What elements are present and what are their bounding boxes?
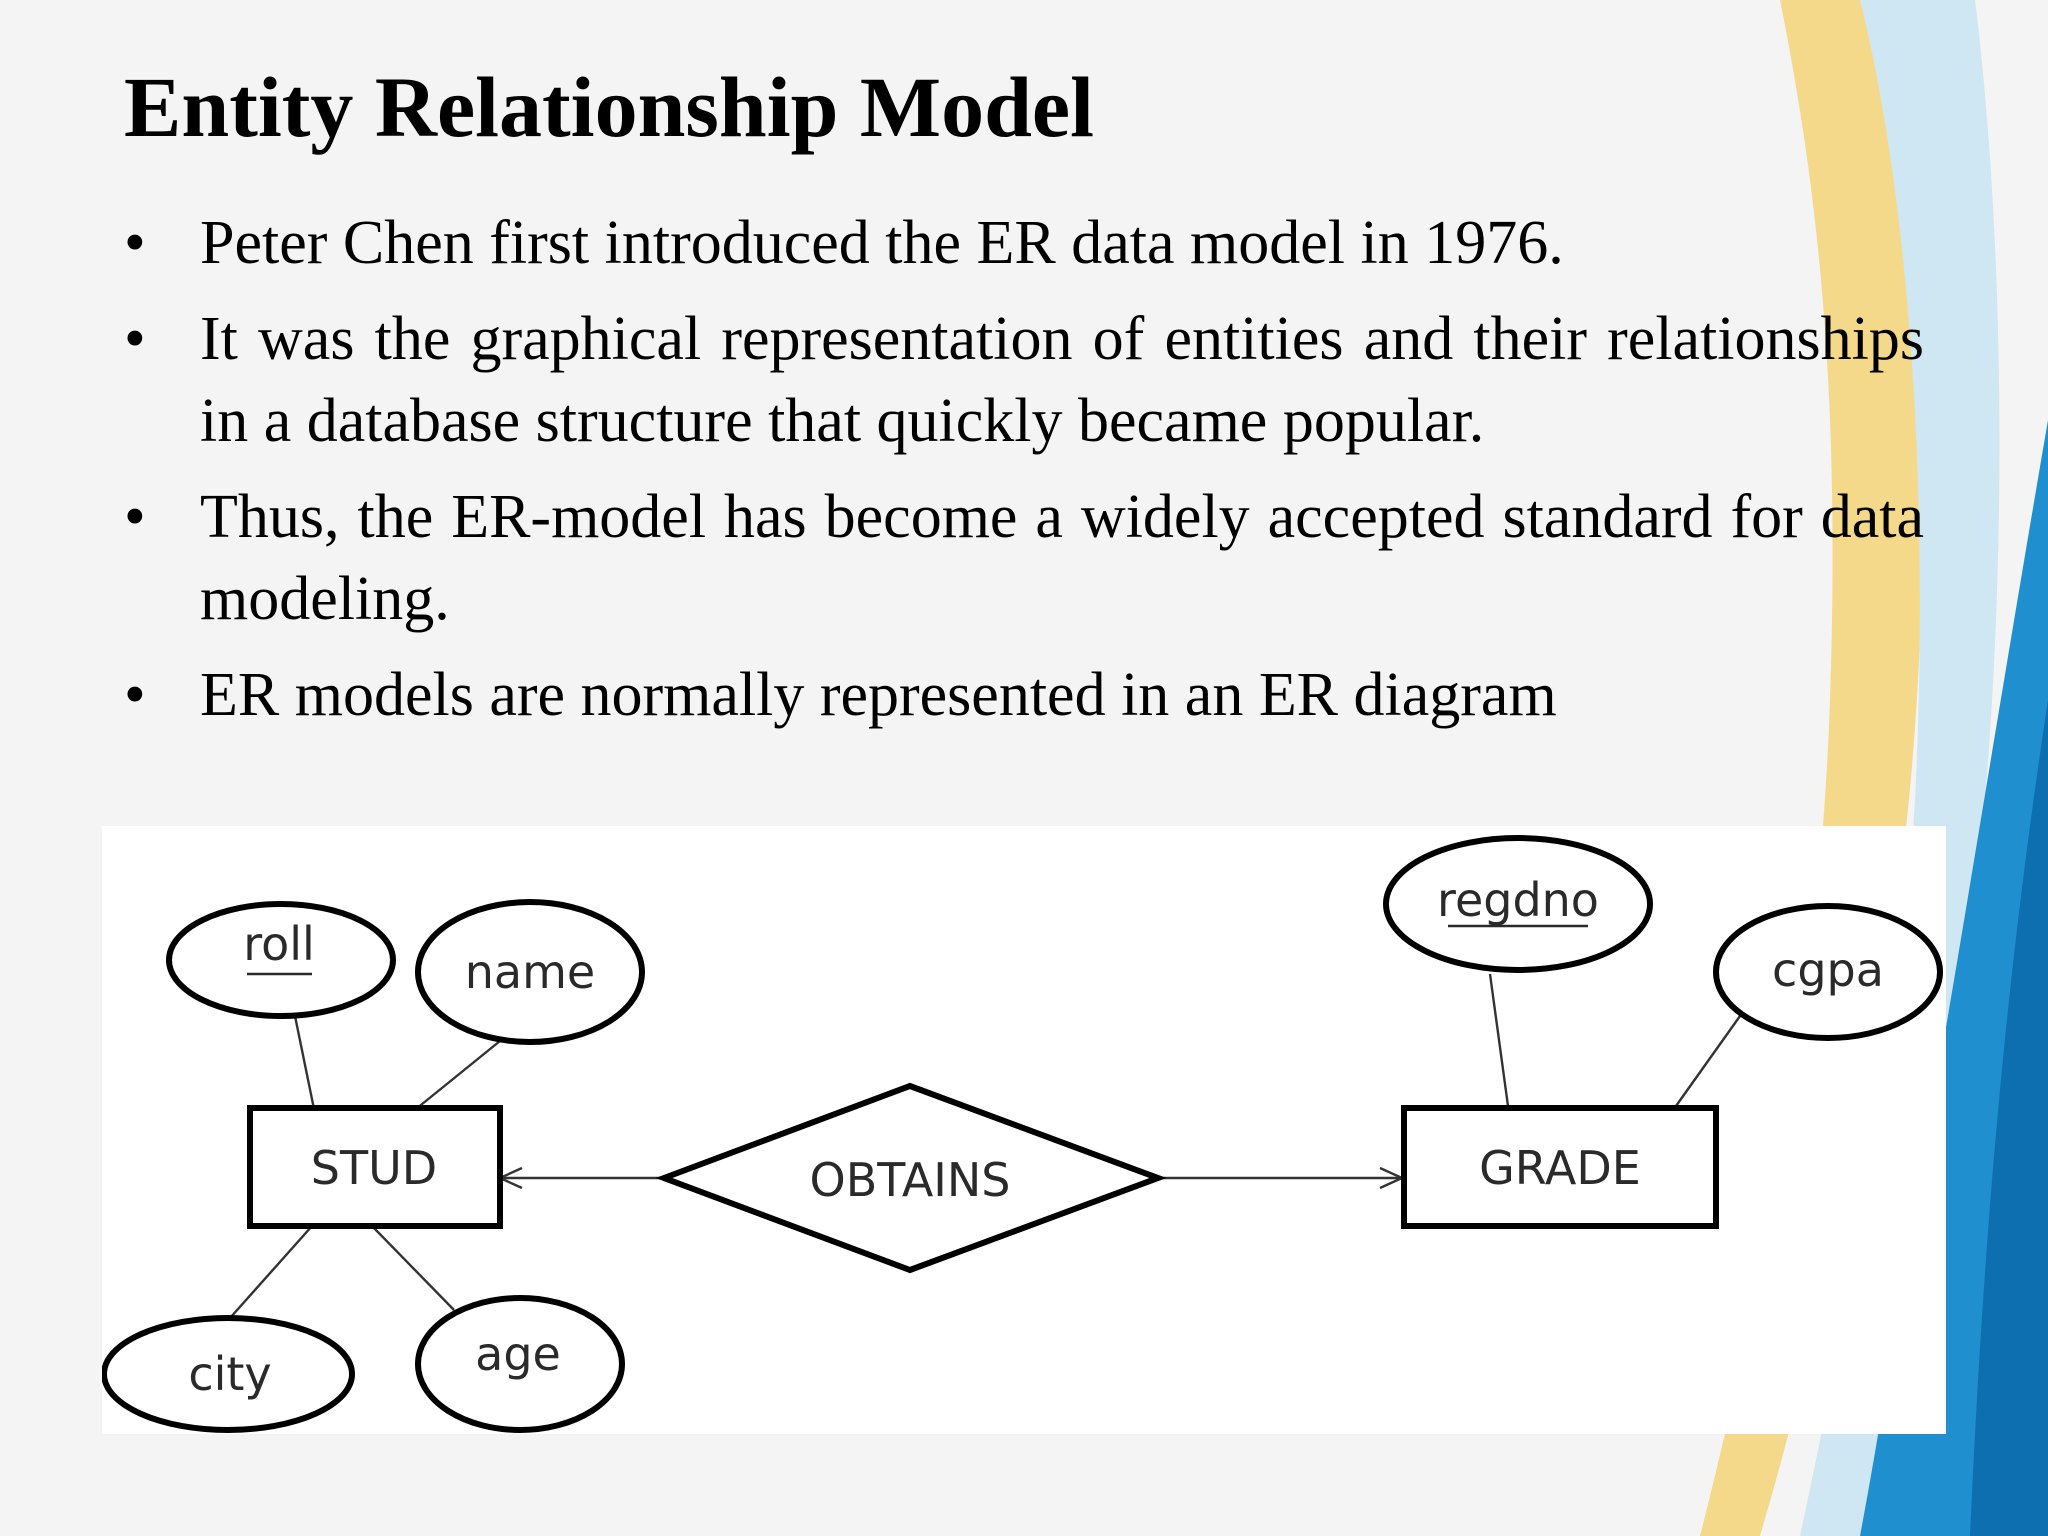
- relationship-obtains: OBTAINS: [655, 1082, 1167, 1274]
- attribute-roll: roll: [166, 901, 396, 1019]
- bullet-item: • It was the graphical representation of …: [124, 298, 1924, 462]
- bullet-text: Peter Chen first introduced the ER data …: [200, 209, 1564, 277]
- attribute-age: age: [415, 1295, 625, 1433]
- bullet-marker: •: [124, 305, 146, 373]
- connector-regdno-grade: [1488, 973, 1510, 1107]
- attribute-roll-label: roll: [243, 917, 315, 971]
- attribute-cgpa-label: cgpa: [1772, 943, 1884, 997]
- bullet-marker: •: [124, 661, 146, 729]
- attribute-regdno: regdno: [1383, 835, 1653, 973]
- bullet-item: • Peter Chen first introduced the ER data…: [124, 202, 1924, 284]
- bullet-item: • Thus, the ER-model has become a widely …: [124, 476, 1924, 640]
- attribute-cgpa: cgpa: [1713, 903, 1943, 1041]
- bullet-marker: •: [124, 209, 146, 277]
- bullet-text: It was the graphical representation of e…: [200, 305, 1924, 455]
- connector-stud-city: [229, 1225, 313, 1319]
- bullet-text: Thus, the ER-model has become a widely a…: [200, 483, 1924, 633]
- slide-title: Entity Relationship Model: [124, 59, 1094, 155]
- attribute-age-label: age: [475, 1327, 561, 1381]
- connector-name-stud: [415, 1040, 501, 1110]
- attribute-city-label: city: [188, 1347, 271, 1401]
- attribute-name: name: [415, 899, 645, 1045]
- bullet-item: • ER models are normally represented in a…: [124, 654, 1924, 736]
- bullet-marker: •: [124, 483, 146, 551]
- er-diagram-canvas: roll name city age regdno cgpa STUD: [102, 835, 1943, 1433]
- connector-cgpa-grade: [1675, 1015, 1741, 1107]
- attribute-name-label: name: [465, 945, 595, 999]
- entity-grade-label: GRADE: [1479, 1141, 1641, 1195]
- connector-stud-age: [371, 1225, 455, 1311]
- entity-stud: STUD: [247, 1105, 503, 1229]
- er-diagram: roll name city age regdno cgpa STUD: [102, 826, 1946, 1434]
- entity-stud-label: STUD: [311, 1141, 437, 1195]
- connector-roll-stud: [293, 1015, 316, 1110]
- bullet-text: ER models are normally represented in an…: [200, 661, 1557, 729]
- attribute-regdno-label: regdno: [1437, 873, 1599, 927]
- bullet-list: • Peter Chen first introduced the ER data…: [124, 202, 1924, 750]
- relationship-obtains-label: OBTAINS: [810, 1153, 1011, 1207]
- entity-grade: GRADE: [1401, 1105, 1719, 1229]
- attribute-city: city: [102, 1315, 355, 1433]
